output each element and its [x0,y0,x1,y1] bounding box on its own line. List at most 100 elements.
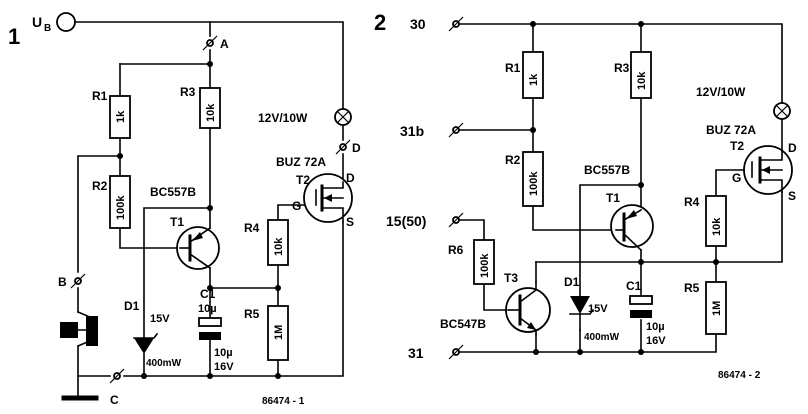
svg-text:R4: R4 [244,221,260,235]
supply-subscript: B [44,23,51,34]
svg-text:100k: 100k [115,195,127,220]
figure-code-1: 86474 - 1 [262,396,305,407]
svg-text:16V: 16V [646,335,666,347]
svg-text:D: D [352,141,361,155]
lamp-icon: 12V/10W [258,108,352,126]
resistor-r4: 10k R4 [244,219,289,266]
svg-text:R3: R3 [614,61,630,75]
terminal-c: C [109,368,125,407]
wire [143,207,211,339]
wire [715,169,753,197]
ground-rail-wire [458,333,717,353]
lamp-icon: 12V/10W [696,85,791,120]
supply-rail-wire [74,21,344,109]
svg-text:1k: 1k [528,73,540,86]
svg-text:10µ: 10µ [646,321,665,333]
svg-text:BC557B: BC557B [584,163,630,177]
svg-text:D1: D1 [124,299,140,313]
junction-dot [141,373,147,379]
wire [77,155,121,273]
svg-text:R5: R5 [684,281,700,295]
svg-text:R3: R3 [180,85,196,99]
junction-dot [533,349,539,355]
resistor-r5: 1M R5 [244,305,289,361]
transistor-t3: T3 BC547B [440,271,551,335]
resistor-r5: 1M R5 [684,281,727,335]
wire [277,204,317,221]
svg-text:R1: R1 [92,89,108,103]
terminal-a: A [202,35,229,51]
terminal-d: D [335,139,361,155]
svg-text:R2: R2 [92,179,108,193]
terminal-30: 30 [410,16,464,32]
svg-text:BC547B: BC547B [440,317,486,331]
wire [119,63,211,89]
supply-label: U [32,14,42,30]
svg-text:100k: 100k [528,171,540,196]
resistor-r6: 100k R6 [448,239,495,285]
resistor-r3: 10k R3 [614,51,652,99]
wire [715,191,783,263]
junction-dot [207,205,213,211]
zener-diode-d1: D1 15V 400mW [124,299,182,369]
mosfet-t2: BUZ 72A T2 G D S [706,123,797,203]
junction-dot [577,349,583,355]
wire [209,287,279,307]
junction-dot [275,285,281,291]
svg-text:A: A [220,37,229,51]
junction-dot [275,373,281,379]
svg-text:31b: 31b [400,123,424,139]
figure-number-2: 2 [374,10,386,35]
svg-text:R1: R1 [505,61,521,75]
svg-text:30: 30 [410,16,426,32]
supply-rail-wire [458,23,783,103]
svg-text:S: S [788,189,796,203]
figure-number-1: 1 [8,24,20,49]
svg-text:10k: 10k [273,237,285,256]
svg-text:10µ: 10µ [198,303,217,315]
wire [458,219,485,241]
svg-text:S: S [346,215,354,229]
push-switch-icon [60,287,98,348]
wire [579,184,642,297]
junction-dot [207,61,213,67]
svg-text:T1: T1 [606,191,620,205]
svg-text:G: G [292,199,301,213]
wire [483,283,509,311]
capacitor-c1: C1 10µ 16V [626,279,666,347]
svg-text:T2: T2 [296,173,310,187]
svg-text:1M: 1M [711,301,723,316]
junction-dot [638,349,644,355]
figure-code-2: 86474 - 2 [718,370,761,381]
svg-text:1M: 1M [273,325,285,340]
resistor-r2: 100k R2 [505,151,544,207]
svg-text:15(50): 15(50) [386,213,426,229]
wire [119,227,181,249]
junction-dot [530,21,536,27]
svg-text:B: B [58,275,67,289]
svg-text:15V: 15V [150,313,170,325]
junction-dot [530,127,536,133]
circuit-2: 2 30 31b 15(50) 31 [374,10,797,381]
junction-dot [117,153,123,159]
junction-dot [638,182,644,188]
junction-dot [207,373,213,379]
svg-text:12V/10W: 12V/10W [696,85,746,99]
svg-text:T2: T2 [730,139,744,153]
svg-text:D: D [788,141,797,155]
svg-text:G: G [732,171,741,185]
svg-text:1k: 1k [115,110,127,123]
resistor-r3: 10k R3 [180,85,221,129]
transistor-t1: BC557B T1 [584,163,654,252]
ground-rail-wire [123,221,344,377]
terminal-b: B [58,273,86,289]
mosfet-t2: BUZ 72A T2 G D S [276,155,355,229]
resistor-r1: 1k R1 [92,89,131,139]
svg-text:10k: 10k [205,103,217,122]
terminal-31b: 31b [400,122,464,139]
junction-dot [638,259,644,265]
svg-text:15V: 15V [588,303,608,315]
svg-text:10k: 10k [711,217,723,236]
terminal-31: 31 [408,344,464,361]
